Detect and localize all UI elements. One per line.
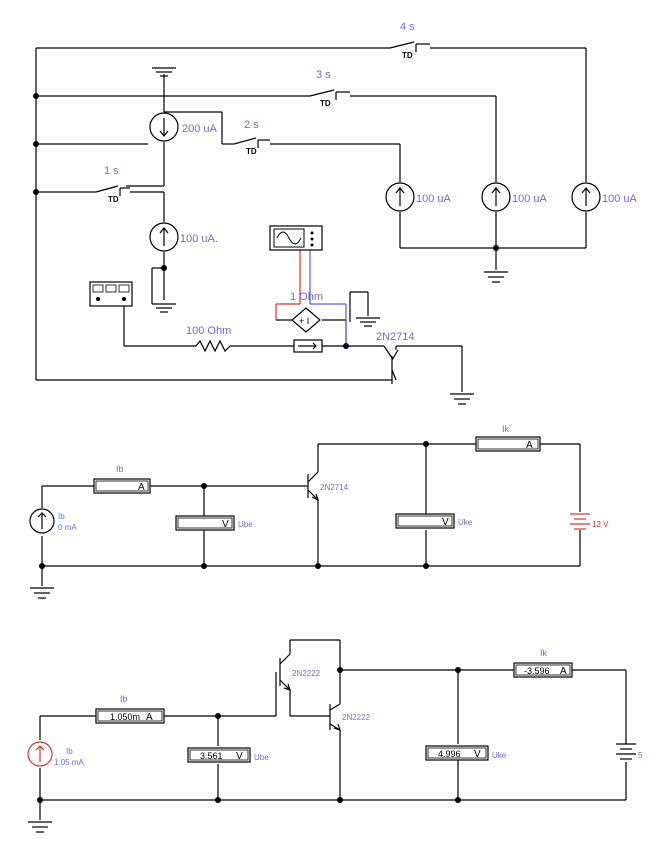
voltmeter-uke-unit: V (442, 517, 449, 528)
voltmeter-ube-label: Ube (238, 520, 253, 529)
switch-4s-td: TD (402, 51, 413, 60)
ammeter-ib[interactable]: Ib A (93, 464, 151, 494)
ground-icon (450, 393, 474, 405)
current-source-200ua[interactable]: 200 uA (149, 112, 218, 142)
ground-icon (30, 587, 54, 599)
circuit-1: 4 s TD 3 s TD 2 s TD 1 s TD (33, 21, 638, 405)
battery-5v[interactable]: 5 (616, 743, 643, 760)
ammeter-ib-label: Ib (116, 464, 124, 474)
ammeter-ik-label: Ik (540, 648, 548, 658)
time-switch-2s[interactable]: 2 s TD (233, 119, 270, 156)
resistor-100ohm[interactable]: 100 Ohm (186, 325, 231, 353)
voltmeter-ube-unit: V (236, 751, 243, 762)
source-100ua-lower-label: 100 uA. (180, 233, 218, 245)
transistor-2n2222-q2[interactable]: 2N2222 (329, 703, 371, 731)
ammeter-ib-unit: A (146, 712, 153, 723)
current-source-100ua-a[interactable]: 100 uA (385, 182, 452, 212)
switch-3s-label: 3 s (316, 69, 331, 81)
ammeter-ik-unit: A (526, 440, 533, 451)
transistor-2-label: 2N2714 (320, 483, 349, 492)
voltmeter-ube-value: 3.561 (200, 751, 223, 761)
ammeter-ik-unit: A (560, 666, 567, 677)
switch-2s-label: 2 s (244, 119, 259, 131)
switch-2s-td: TD (246, 147, 257, 156)
voltmeter-uke-unit: V (474, 749, 481, 760)
battery-label: 5 (638, 751, 643, 760)
switch-1s-label: 1 s (104, 165, 119, 177)
multimeter-icon[interactable] (89, 281, 133, 307)
source-100ua-a-label: 100 uA (416, 193, 452, 205)
shunt-label: 1 Ohm (290, 291, 323, 303)
time-switch-4s[interactable]: 4 s TD (389, 21, 430, 60)
voltmeter-ube-unit: V (222, 519, 229, 530)
battery-12v[interactable]: 12 V (570, 513, 609, 530)
transistor-1-label: 2N2714 (376, 331, 415, 343)
time-switch-3s[interactable]: 3 s TD (309, 69, 350, 108)
circuit-3: Ib 1.05 mA Ib 1.050m A 3.561 V Ube 2N222… (27, 639, 643, 833)
source-200ua-label: 200 uA (182, 123, 218, 135)
voltmeter-uke[interactable]: V Uke (395, 513, 473, 529)
ammeter-ik-label: Ik (502, 424, 510, 434)
ammeter-ik[interactable]: Ik A (475, 424, 541, 452)
switch-1s-td: TD (108, 195, 119, 204)
transistor-2n2222-q1[interactable]: 2N2222 (279, 653, 321, 691)
voltmeter-uke-value: 4.996 (438, 749, 461, 759)
transistor-2n2714-c1[interactable]: 2N2714 (376, 331, 415, 384)
transistor-2n2714-c2[interactable]: 2N2714 (307, 471, 349, 502)
resistor-label: 100 Ohm (186, 325, 231, 337)
ground-icon (152, 303, 176, 313)
source-name: Ib (66, 747, 73, 756)
switch-4s-label: 4 s (400, 21, 415, 33)
current-source-100ua-lower[interactable]: 100 uA. (149, 222, 218, 252)
ground-icon (152, 67, 176, 77)
source-name: Ib (58, 512, 65, 521)
current-source-100ua-b[interactable]: 100 uA (481, 182, 548, 212)
voltmeter-uke-label: Uke (458, 518, 473, 527)
transistor-q1-label: 2N2222 (292, 669, 321, 678)
ammeter-ib-value: 1.050m (110, 712, 140, 722)
voltmeter-uke-label: Uke (492, 751, 507, 760)
voltmeter-ube[interactable]: 3.561 V Ube (187, 747, 269, 763)
circuit-2: Ib 0 mA Ib A V Ube 2N2714 V Uke (29, 424, 609, 599)
ground-icon (28, 821, 52, 833)
oscilloscope-icon[interactable] (269, 225, 323, 251)
voltmeter-ube-label: Ube (254, 753, 269, 762)
svg-text:+ I: + I (299, 316, 309, 326)
ammeter-ib[interactable]: Ib 1.050m A (95, 694, 165, 724)
current-source-ib-active[interactable]: Ib 1.05 mA (27, 741, 84, 767)
switch-3s-td: TD (320, 99, 331, 108)
ground-icon (356, 317, 380, 327)
battery-label: 12 V (592, 520, 609, 529)
source-value: 0 mA (58, 523, 77, 532)
source-100ua-b-label: 100 uA (512, 193, 548, 205)
transistor-q2-label: 2N2222 (342, 713, 371, 722)
current-sensor-icon[interactable] (293, 339, 323, 353)
voltmeter-uke[interactable]: 4.996 V Uke (425, 745, 507, 761)
ammeter-ib-label: Ib (120, 694, 128, 704)
source-100ua-c-label: 100 uA (602, 193, 638, 205)
ammeter-ik-value: -3.596 (524, 666, 550, 676)
ammeter-ik[interactable]: Ik -3.596 A (513, 648, 573, 678)
current-source-ib[interactable]: Ib 0 mA (29, 508, 77, 534)
controlled-source-1ohm[interactable]: + I 1 Ohm (290, 291, 323, 333)
current-source-100ua-c[interactable]: 100 uA (571, 182, 638, 212)
time-switch-1s[interactable]: 1 s TD (95, 165, 130, 204)
ground-icon (484, 271, 508, 283)
ammeter-ib-unit: A (138, 482, 145, 493)
source-value: 1.05 mA (54, 758, 84, 767)
voltmeter-ube[interactable]: V Ube (175, 515, 253, 531)
